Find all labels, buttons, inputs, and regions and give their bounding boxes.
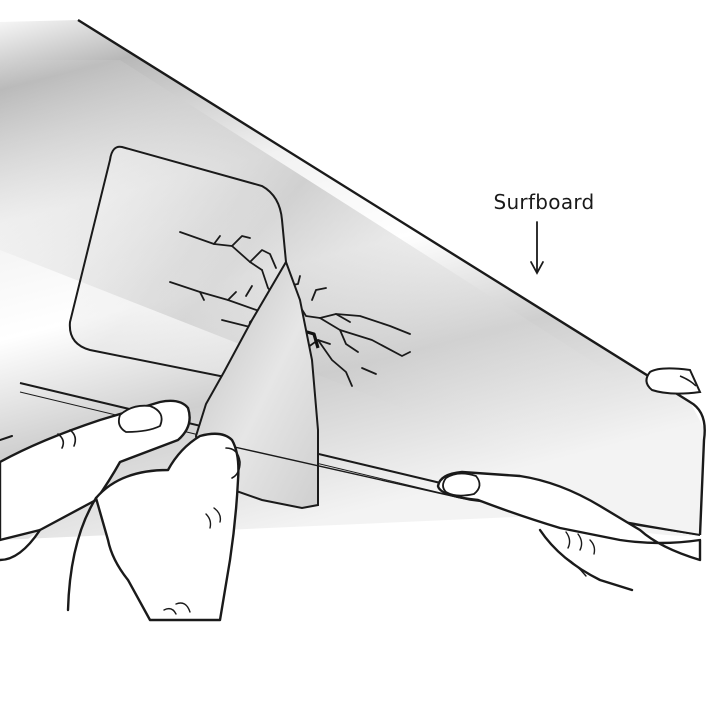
surfboard-rail-line — [77, 18, 706, 536]
right-hand — [436, 470, 702, 592]
down-arrow-icon — [530, 221, 544, 275]
left-hand — [0, 399, 241, 622]
right-thumb-top — [645, 367, 702, 395]
surfboard-callout-label: Surfboard — [493, 190, 595, 214]
